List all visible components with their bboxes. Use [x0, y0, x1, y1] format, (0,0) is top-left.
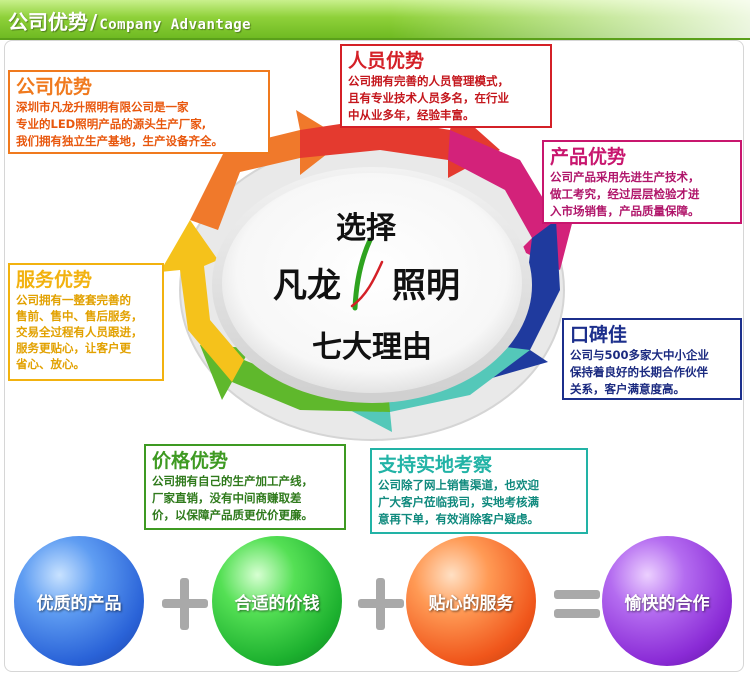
sphere-quality-product: 优质的产品: [14, 536, 144, 666]
box-reputation-line: 关系，客户满意度高。: [570, 382, 685, 396]
box-reputation-line: 公司与500多家大中小企业: [570, 348, 710, 362]
box-product-advantage: 产品优势 公司产品采用先进生产技术， 做工考究，经过层层检验才进 入市场销售，产…: [542, 140, 742, 224]
box-reputation: 口碑佳 公司与500多家大中小企业 保持着良好的长期合作伙伴 关系，客户满意度高…: [562, 318, 742, 400]
box-product-title: 产品优势: [550, 146, 627, 168]
box-company-advantage: 公司优势 深圳市凡龙升照明有限公司是一家 专业的LED照明产品的源头生产厂家, …: [8, 70, 270, 154]
box-service-title: 服务优势: [16, 269, 93, 291]
box-reputation-line: 保持着良好的长期合作伙伴: [570, 365, 708, 379]
box-price-line: 厂家直销，没有中间商赚取差: [152, 491, 302, 505]
title-cn: 公司优势: [8, 10, 88, 34]
equals-operator: [554, 590, 600, 618]
section-title: 公司优势/Company Advantage: [8, 6, 251, 34]
box-company-title: 公司优势: [16, 76, 93, 98]
box-service-line: 公司拥有一整套完善的: [16, 293, 131, 307]
box-price-title: 价格优势: [152, 450, 229, 472]
sphere-caring-service: 贴心的服务: [406, 536, 536, 666]
sphere-price-label: 合适的价钱: [234, 593, 320, 614]
plus-operator-1: [162, 578, 208, 630]
sphere-quality-label: 优质的产品: [36, 593, 122, 614]
box-staff-title: 人员优势: [348, 50, 425, 72]
box-company-line: 深圳市凡龙升照明有限公司是一家: [16, 100, 189, 114]
box-visit-line: 广大客户莅临我司，实地考核满: [378, 495, 539, 509]
box-service-line: 售前、售中、售后服务，: [16, 309, 143, 323]
sphere-cooperation-label: 愉快的合作: [624, 593, 710, 614]
box-product-line: 入市场销售，产品质量保障。: [550, 204, 700, 218]
title-en: Company Advantage: [99, 17, 252, 33]
sphere-happy-cooperation: 愉快的合作: [602, 536, 732, 666]
box-service-advantage: 服务优势 公司拥有一整套完善的 售前、售中、售后服务， 交易全过程有人员跟进， …: [8, 263, 164, 381]
box-service-line: 服务更贴心，让客户更: [16, 341, 131, 355]
box-staff-advantage: 人员优势 公司拥有完善的人员管理模式， 且有专业技术人员多名，在行业 中从业多年…: [340, 44, 552, 128]
box-price-line: 价，以保障产品质更优价更廉。: [152, 508, 313, 522]
plus-operator-2: [358, 578, 404, 630]
center-brand-right: 照明: [392, 266, 460, 306]
box-staff-line: 公司拥有完善的人员管理模式，: [348, 74, 509, 88]
center-line3: 七大理由: [312, 330, 432, 365]
sphere-service-label: 贴心的服务: [428, 593, 514, 614]
box-visit-line: 意再下单，有效消除客户疑虑。: [378, 512, 539, 526]
brand-swoosh-red: [350, 260, 384, 308]
center-line1: 选择: [336, 211, 396, 246]
box-product-line: 公司产品采用先进生产技术，: [550, 170, 700, 184]
box-price-advantage: 价格优势 公司拥有自己的生产加工产线， 厂家直销，没有中间商赚取差 价，以保障产…: [144, 444, 346, 530]
sphere-fair-price: 合适的价钱: [212, 536, 342, 666]
center-brand-left: 凡龙: [273, 266, 341, 306]
box-product-line: 做工考究，经过层层检验才进: [550, 187, 700, 201]
section-header: 公司优势/Company Advantage: [0, 0, 750, 40]
segment-gold: [160, 220, 244, 382]
box-service-line: 省心、放心。: [16, 357, 85, 371]
box-reputation-title: 口碑佳: [570, 324, 628, 346]
box-company-line: 专业的LED照明产品的源头生产厂家,: [16, 117, 207, 131]
box-company-line: 我们拥有独立生产基地，生产设备齐全。: [16, 134, 223, 148]
box-service-line: 交易全过程有人员跟进，: [16, 325, 143, 339]
box-staff-line: 中从业多年，经验丰富。: [348, 108, 475, 122]
box-price-line: 公司拥有自己的生产加工产线，: [152, 474, 313, 488]
header-fade: [390, 0, 750, 38]
box-visit-line: 公司除了网上销售渠道，也欢迎: [378, 478, 539, 492]
box-visit-title: 支持实地考察: [378, 454, 493, 476]
box-site-visit: 支持实地考察 公司除了网上销售渠道，也欢迎 广大客户莅临我司，实地考核满 意再下…: [370, 448, 588, 534]
box-staff-line: 且有专业技术人员多名，在行业: [348, 91, 509, 105]
title-separator: /: [90, 10, 98, 34]
